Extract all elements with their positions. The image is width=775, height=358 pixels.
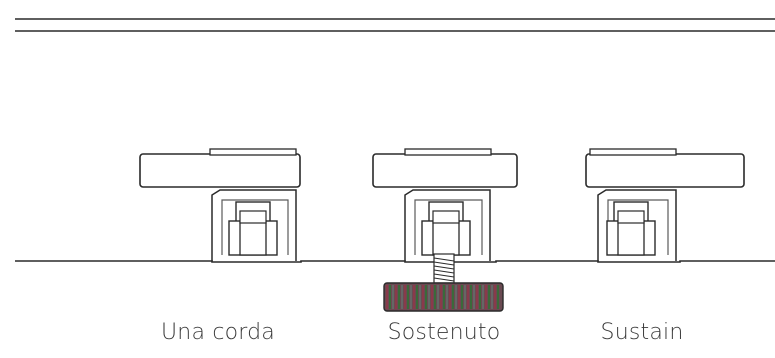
adjustment-screw xyxy=(433,253,455,284)
label-sustain: Sustain xyxy=(600,320,684,345)
label-una-corda: Una corda xyxy=(161,320,275,345)
adjustment-knob xyxy=(383,253,504,312)
pedal-sustain xyxy=(585,148,745,261)
pedal-una-corda xyxy=(139,148,301,261)
label-sostenuto: Sostenuto xyxy=(387,320,501,345)
pedal-base-line xyxy=(15,260,775,263)
pedal-sostenuto xyxy=(372,148,518,261)
piano-rail xyxy=(15,18,775,32)
